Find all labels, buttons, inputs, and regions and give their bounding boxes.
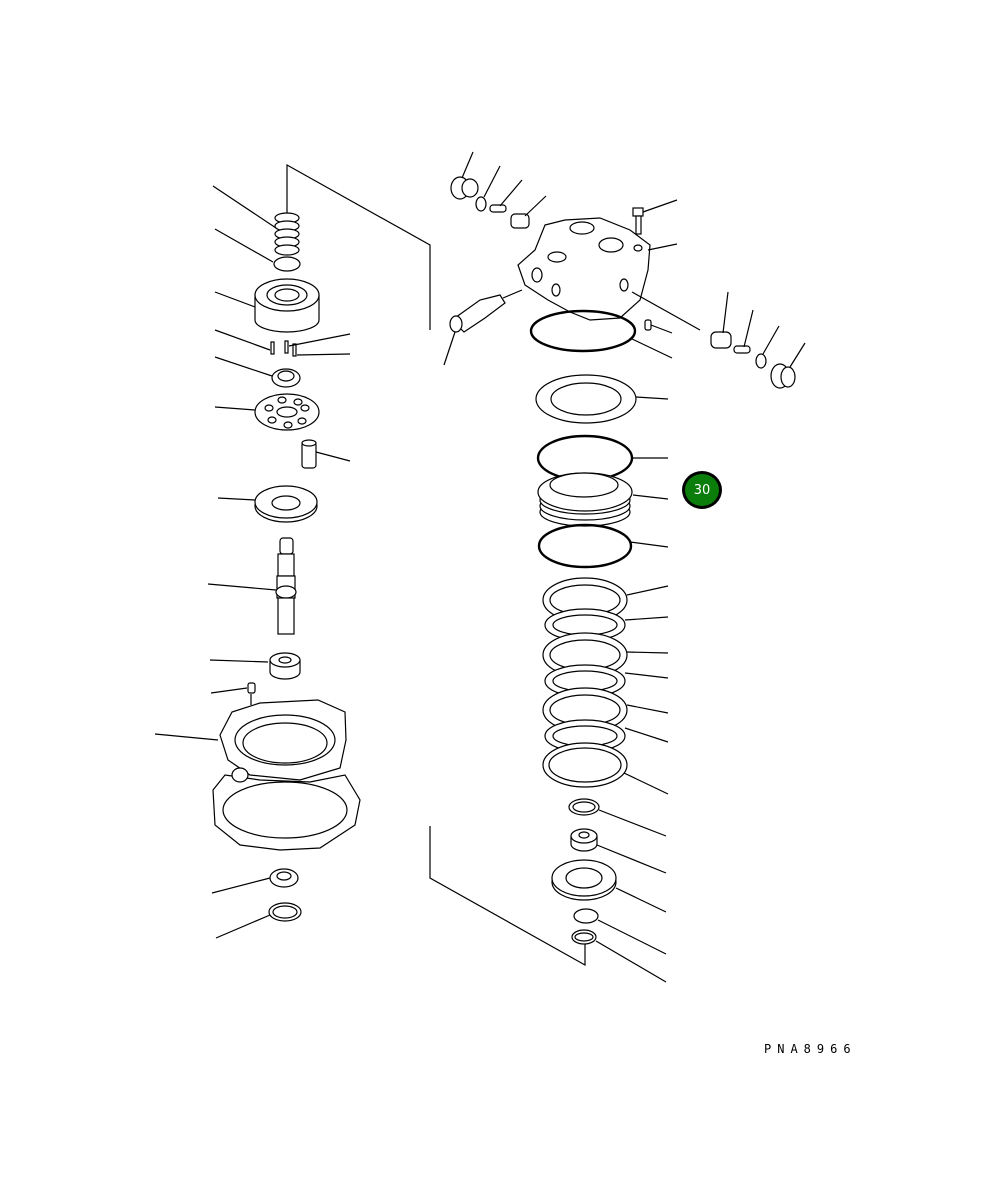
snap-ring-part[interactable] (215, 902, 302, 939)
pin-top-part[interactable] (631, 291, 701, 334)
retainer-plate-part[interactable] (214, 393, 320, 431)
thrust-plate-part[interactable] (217, 485, 318, 523)
highlight-callout-30[interactable]: 30 (682, 471, 722, 509)
plug-top-part[interactable] (450, 151, 479, 200)
piston-part[interactable] (301, 439, 351, 469)
lower-bearing-part[interactable] (211, 868, 299, 894)
brake-piston-part[interactable] (537, 472, 669, 527)
check-valve-part[interactable] (510, 195, 547, 229)
housing-part[interactable] (154, 699, 361, 851)
spherical-bushing-part[interactable] (214, 356, 301, 388)
o-ring-large-part[interactable] (529, 309, 673, 359)
snap-ring-center-part[interactable] (573, 908, 667, 955)
bolt-part[interactable] (632, 199, 678, 235)
plug-right-part[interactable] (770, 342, 806, 389)
spring-top-part[interactable] (489, 179, 523, 213)
ring-bottom-part[interactable] (571, 929, 667, 983)
valve-left-part[interactable] (443, 289, 523, 366)
o-ring-3-part[interactable] (537, 523, 669, 569)
friction-plate-2-part[interactable] (542, 632, 669, 678)
bearing-center-part[interactable] (570, 828, 667, 874)
separator-plate-3-part[interactable] (544, 719, 669, 753)
o-ring-2-part[interactable] (536, 434, 668, 482)
o-ring-right-part[interactable] (755, 325, 780, 369)
o-ring-top-part[interactable] (475, 165, 501, 212)
ring-part[interactable] (214, 228, 301, 272)
separator-plate-1-part[interactable] (544, 608, 669, 642)
group-bracket (286, 163, 586, 967)
figure-code: PNA8966 (764, 1042, 857, 1056)
bearing-part[interactable] (209, 652, 301, 680)
spring-part[interactable] (212, 185, 300, 256)
o-ring-small-part[interactable] (568, 798, 667, 837)
dowel-pin-part[interactable] (210, 682, 256, 705)
friction-plate-3-part[interactable] (542, 687, 669, 733)
plate-part[interactable] (542, 742, 669, 795)
cylinder-block-part[interactable] (214, 278, 320, 333)
valve-right-part[interactable] (710, 291, 732, 349)
callout-label: 30 (693, 482, 711, 498)
seal-part[interactable] (551, 859, 667, 913)
valve-body-part[interactable] (517, 217, 678, 321)
shaft-part[interactable] (207, 537, 297, 635)
pins-part[interactable] (214, 329, 351, 357)
spring-right-part[interactable] (733, 309, 754, 354)
valve-plate-part[interactable] (535, 374, 669, 424)
